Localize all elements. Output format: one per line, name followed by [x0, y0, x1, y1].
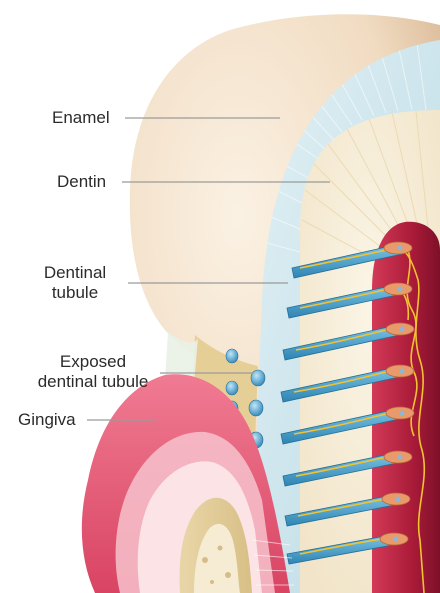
label-enamel: Enamel [52, 108, 110, 128]
label-exposed-dentinal-tubule: Exposed dentinal tubule [28, 352, 158, 392]
label-dentin: Dentin [57, 172, 106, 192]
label-dentinal-tubule-line1: Dentinal [30, 263, 120, 283]
label-gingiva: Gingiva [18, 410, 76, 430]
label-exposed-line2: dentinal tubule [28, 372, 158, 392]
label-dentinal-tubule-line2: tubule [30, 283, 120, 303]
label-exposed-line1: Exposed [28, 352, 158, 372]
label-dentinal-tubule: Dentinal tubule [30, 263, 120, 303]
